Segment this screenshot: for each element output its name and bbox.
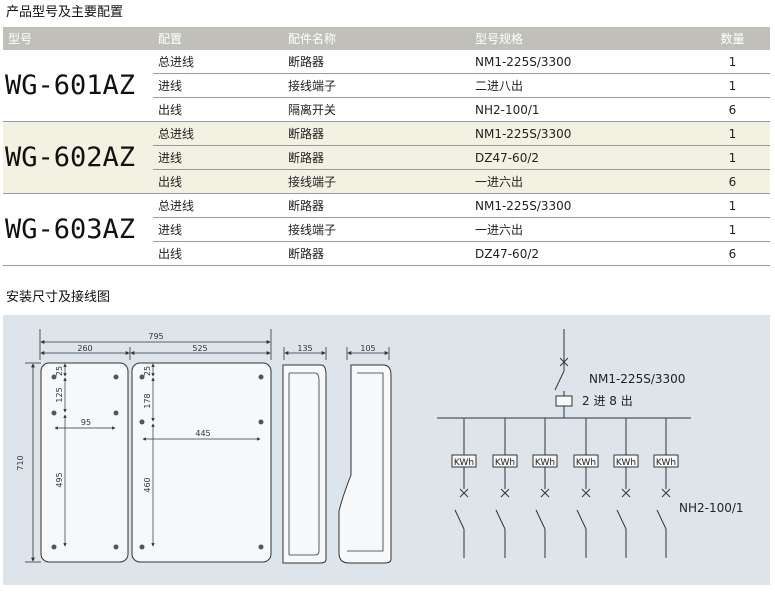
cell-spec: 一进六出	[470, 217, 695, 242]
cell-config: 出线	[153, 97, 283, 122]
meter-label: KWh	[454, 458, 474, 468]
cell-qty: 1	[695, 145, 770, 170]
cell-part: 接线端子	[283, 169, 470, 194]
dim-right-460: 460	[143, 477, 152, 492]
front-depth-view	[282, 347, 327, 564]
meter-label: KWh	[656, 458, 676, 468]
cell-qty: 1	[695, 50, 770, 74]
cell-config: 进线	[153, 145, 283, 170]
section-title-install: 安装尺寸及接线图	[6, 290, 111, 305]
meter-label: KWh	[495, 458, 515, 468]
cell-spec: NM1-225S/3300	[470, 193, 695, 218]
cell-part: 断路器	[283, 193, 470, 218]
dim-height: 710	[16, 455, 25, 470]
cell-qty: 1	[695, 121, 770, 146]
cell-part: 隔离开关	[283, 97, 470, 122]
cell-qty: 1	[695, 73, 770, 98]
diagram-panel: 795 260 525 135 105 710 25 125 95 495 25…	[3, 315, 770, 585]
install-wiring-drawing: 795 260 525 135 105 710 25 125 95 495 25…	[16, 329, 744, 564]
cell-spec: DZ47-60/2	[470, 145, 695, 170]
dim-total-width: 795	[148, 332, 163, 341]
meter-label: KWh	[535, 458, 555, 468]
cell-part: 接线端子	[283, 217, 470, 242]
isolator-label: NH2-100/1	[679, 501, 744, 515]
cell-spec: 一进六出	[470, 169, 695, 194]
dim-left-top: 25	[55, 366, 64, 376]
branch-circuit: KWh	[492, 418, 518, 558]
cell-part: 断路器	[283, 145, 470, 170]
main-breaker-label: NM1-225S/3300	[589, 372, 685, 386]
branch-circuit: KWh	[613, 418, 639, 558]
table-row: WG-602AZ 总进线 断路器 NM1-225S/3300 1	[3, 121, 770, 194]
branch-circuit: KWh	[573, 418, 599, 558]
branch-circuit: KWh	[532, 418, 558, 558]
dim-right-top: 25	[143, 366, 152, 376]
model-cell: WG-603AZ	[3, 193, 153, 266]
cell-qty: 6	[695, 169, 770, 194]
meter-label: KWh	[616, 458, 636, 468]
table-row: 出线 断路器 DZ47-60/2 6	[3, 241, 770, 266]
meter-label: KWh	[576, 458, 596, 468]
cell-config: 进线	[153, 73, 283, 98]
branch-circuit: KWh	[451, 418, 477, 558]
cell-qty: 6	[695, 97, 770, 122]
cell-part: 断路器	[283, 50, 470, 74]
cell-qty: 1	[695, 193, 770, 218]
cell-spec: 二进八出	[470, 73, 695, 98]
table-row: 进线 接线端子 二进八出 1	[3, 73, 770, 98]
dim-depth-front: 135	[297, 344, 312, 353]
header-spec: 型号规格	[470, 27, 695, 50]
cell-spec: NM1-225S/3300	[470, 50, 695, 74]
dim-right-width: 525	[192, 344, 207, 353]
model-cell: WG-601AZ	[3, 50, 153, 122]
header-config: 配置	[153, 27, 283, 50]
table-row: 进线 接线端子 一进六出 1	[3, 217, 770, 242]
table-row: WG-603AZ 总进线 断路器 NM1-225S/3300 1	[3, 193, 770, 266]
table-row: 进线 断路器 DZ47-60/2 1	[3, 145, 770, 170]
table-row: 出线 隔离开关 NH2-100/1 6	[3, 97, 770, 122]
cell-spec: NH2-100/1	[470, 97, 695, 122]
dim-right-445: 445	[195, 429, 210, 438]
header-qty: 数量	[695, 27, 770, 50]
cell-qty: 1	[695, 217, 770, 242]
model-cell: WG-602AZ	[3, 121, 153, 194]
terminal-label: 2 进 8 出	[582, 394, 633, 408]
table-header-row: 型号 配置 配件名称 型号规格 数量	[3, 27, 770, 50]
cell-part: 接线端子	[283, 73, 470, 98]
dim-left-95: 95	[81, 418, 91, 427]
cell-config: 出线	[153, 169, 283, 194]
dim-right-178: 178	[143, 393, 152, 408]
cell-part: 断路器	[283, 241, 470, 266]
cell-config: 出线	[153, 241, 283, 266]
dim-left-495: 495	[55, 472, 64, 487]
cell-spec: DZ47-60/2	[470, 241, 695, 266]
side-depth-view	[338, 347, 392, 564]
cell-spec: NM1-225S/3300	[470, 121, 695, 146]
config-table: 型号 配置 配件名称 型号规格 数量 WG-601AZ 总进线 断路器 NM1-…	[3, 27, 770, 266]
cell-config: 总进线	[153, 121, 283, 146]
cell-config: 进线	[153, 217, 283, 242]
cell-part: 断路器	[283, 121, 470, 146]
right-panel-outline	[131, 362, 272, 563]
section-title-config: 产品型号及主要配置	[6, 5, 124, 20]
cell-config: 总进线	[153, 50, 283, 74]
header-part: 配件名称	[283, 27, 470, 50]
table-row: 出线 接线端子 一进六出 6	[3, 169, 770, 194]
dim-left-width: 260	[77, 344, 92, 353]
wiring-diagram: NM1-225S/3300 2 进 8 出 NH2-100/1 KWh	[437, 329, 744, 558]
cell-qty: 6	[695, 241, 770, 266]
left-panel-outline	[40, 362, 129, 563]
branch-circuit: KWh	[653, 418, 679, 558]
header-model: 型号	[3, 27, 153, 50]
dim-left-125: 125	[55, 387, 64, 402]
cell-config: 总进线	[153, 193, 283, 218]
table-row: WG-601AZ 总进线 断路器 NM1-225S/3300 1	[3, 50, 770, 122]
dim-depth-side: 105	[360, 344, 375, 353]
